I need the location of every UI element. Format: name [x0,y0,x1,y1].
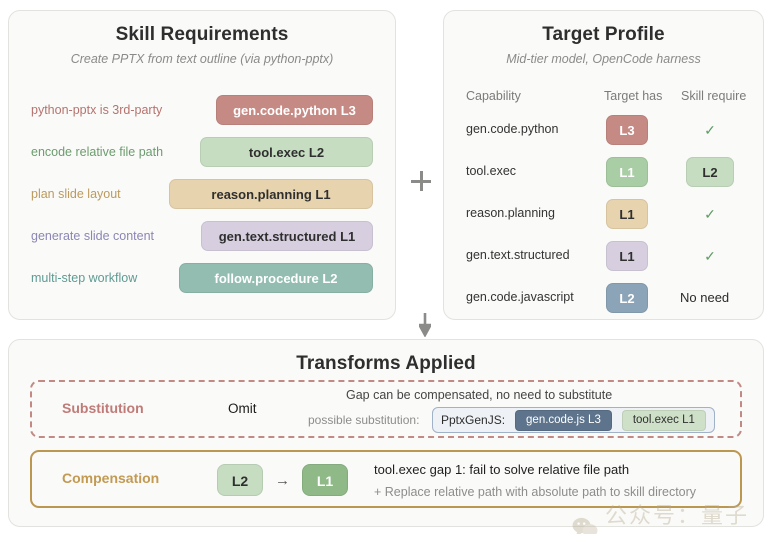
check-icon: ✓ [704,248,716,264]
skill-requirement-label: multi-step workflow [31,271,138,285]
right-arrow-icon: → [275,471,290,489]
substitution-row: Substitution Omit Gap can be compensated… [30,380,742,438]
skill-requirement-label: plan slide layout [31,187,121,201]
skill-requirement-row: multi-step workflow follow.procedure L2 [9,257,395,299]
skill-requirements-panel: Skill Requirements Create PPTX from text… [8,10,396,320]
capability-name: gen.text.structured [466,248,570,262]
skill-requirement-row: generate slide content gen.text.structure… [9,215,395,257]
target-capability-row: gen.code.javascript L2 No need [444,283,763,325]
compensation-row: Compensation L2 → L1 tool.exec gap 1: fa… [30,450,742,508]
compensation-level-change: L2 → L1 [217,464,348,496]
compensation-to-level: L1 [302,464,348,496]
target-panel-subtitle: Mid-tier model, OpenCode harness [506,52,701,66]
skill-capability-chip: tool.exec L2 [200,137,373,167]
compensation-from-level: L2 [217,464,263,496]
substitution-library-name: PptxGenJS: [441,413,506,427]
skill-capability-chip: gen.text.structured L1 [201,221,373,251]
transforms-panel-title: Transforms Applied [296,353,476,374]
substitution-note: Gap can be compensated, no need to subst… [346,388,613,402]
check-icon: ✓ [704,206,716,222]
plus-icon [411,171,431,191]
substitution-capability-chip: gen.code.js L3 [515,409,612,431]
capability-name: tool.exec [466,164,517,178]
target-capability-row: gen.code.python L3 ✓ [444,115,763,157]
target-table-header: Capability Target has Skill require [444,89,763,109]
capability-name: reason.planning [466,206,555,220]
skill-capability-chip: gen.code.python L3 [216,95,373,125]
column-header-capability: Capability [466,89,521,103]
skill-requirement-row: encode relative file path tool.exec L2 [9,131,395,173]
skill-capability-chip: reason.planning L1 [169,179,373,209]
target-capability-row: tool.exec L1 L2 [444,157,763,199]
required-level-chip: L2 [686,157,734,187]
transforms-applied-panel: Transforms Applied [8,339,764,527]
target-panel-title: Target Profile [542,24,665,45]
compensation-gap-text: tool.exec gap 1: fail to solve relative … [374,462,630,477]
substitution-capability-chip: tool.exec L1 [621,409,706,431]
substitution-tag: Substitution [62,400,144,416]
skill-capability-chip: follow.procedure L2 [179,263,373,293]
target-capability-row: reason.planning L1 ✓ [444,199,763,241]
compensation-tag: Compensation [62,470,160,486]
skill-panel-title: Skill Requirements [115,24,289,45]
possible-substitution-label: possible substitution: [308,413,420,427]
substitution-decision: Omit [228,401,257,416]
column-header-target-has: Target has [604,89,663,103]
skill-requirement-row: plan slide layout reason.planning L1 [9,173,395,215]
down-arrow-icon [417,313,433,338]
skill-panel-subtitle: Create PPTX from text outline (via pytho… [70,52,334,66]
skill-requirement-label: python-pptx is 3rd-party [31,103,163,117]
target-level-chip: L1 [606,157,648,187]
column-header-skill-require: Skill require [681,89,747,103]
target-capability-row: gen.text.structured L1 ✓ [444,241,763,283]
no-need-label: No need [680,290,730,305]
skill-requirement-label: generate slide content [31,229,155,243]
target-level-chip: L1 [606,199,648,229]
target-level-chip: L1 [606,241,648,271]
target-level-chip: L2 [606,283,648,313]
capability-name: gen.code.python [466,122,559,136]
compensation-action-text: + Replace relative path with absolute pa… [374,485,697,499]
target-profile-panel: Target Profile Mid-tier model, OpenCode … [443,10,764,320]
skill-row-list: python-pptx is 3rd-party gen.code.python … [9,89,395,299]
possible-substitution-box: PptxGenJS: gen.code.js L3 tool.exec L1 [432,407,715,433]
check-icon: ✓ [704,122,716,138]
target-level-chip: L3 [606,115,648,145]
capability-name: gen.code.javascript [466,290,574,304]
skill-requirement-row: python-pptx is 3rd-party gen.code.python … [9,89,395,131]
skill-requirement-label: encode relative file path [31,145,164,159]
